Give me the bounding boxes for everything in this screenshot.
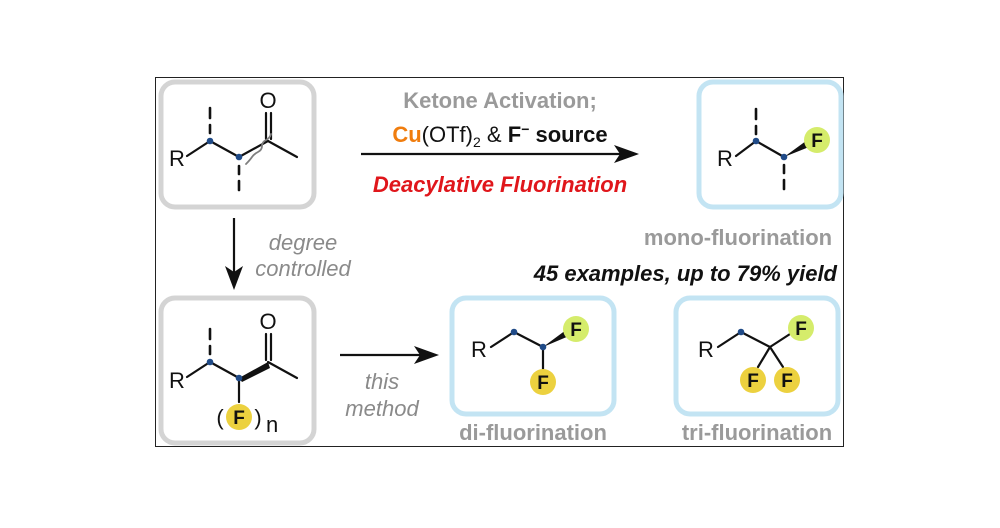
fluorine-label: F [570, 320, 582, 341]
paren-close: ) [254, 405, 261, 430]
r-group-label: R [471, 337, 487, 362]
this-label: this [365, 369, 399, 394]
fluorine-badge [530, 369, 556, 395]
fluorine-label: F [795, 319, 807, 340]
fluorine-label: F [781, 371, 793, 392]
stereocenter-dot [206, 358, 214, 366]
mono-fluorination-label: mono-fluorination [644, 225, 832, 250]
stereocenter-dot [539, 343, 547, 351]
r-group-label: R [169, 146, 185, 171]
degree-label: degree [269, 230, 338, 255]
fluorine-badge [563, 316, 589, 342]
method-arrow-head [414, 346, 439, 364]
oxygen-label: O [259, 88, 276, 113]
fluorine-badge [740, 367, 766, 393]
fluorine-label: F [537, 373, 549, 394]
mono-product-box [696, 79, 844, 210]
fluorine-badge [226, 404, 252, 430]
di-product-structure [489, 330, 545, 371]
fluorine-label: F [747, 371, 759, 392]
fluoroketone-structure [185, 327, 299, 404]
stereocenter-dot [510, 328, 518, 336]
r-group-label: R [169, 368, 185, 393]
method-name: Deacylative Fluorination [373, 172, 627, 197]
tri-product-structure [716, 330, 792, 369]
substrate-box [158, 79, 317, 210]
paren-open: ( [216, 405, 224, 430]
method-label: method [345, 396, 419, 421]
wedge-bond [784, 141, 809, 157]
tri-fluorination-label: tri-fluorination [682, 420, 832, 445]
fluorine-label: F [233, 408, 245, 429]
stereocenter-dot [752, 137, 760, 145]
down-arrow-head [225, 266, 243, 290]
controlled-label: controlled [255, 256, 351, 281]
scope-summary: 45 examples, up to 79% yield [533, 261, 838, 286]
condition-reagents: Cu(OTf)2 & F− source [392, 121, 607, 150]
reaction-arrow-head [614, 145, 639, 163]
fluorine-badge [804, 127, 830, 153]
stereocenter-dot [780, 153, 788, 161]
fluorine-badge [788, 315, 814, 341]
di-fluorination-label: di-fluorination [459, 420, 607, 445]
stereocenter-dot [206, 137, 214, 145]
oxygen-label: O [259, 309, 276, 334]
r-group-label: R [698, 337, 714, 362]
stereocenter-dot [235, 374, 243, 382]
subscript-n: n [266, 412, 278, 437]
stereocenter-dot [737, 328, 745, 336]
fluoroketone-box [158, 295, 317, 446]
fluorine-badge [774, 367, 800, 393]
copper-label: Cu [392, 122, 421, 147]
wedge-bond [543, 330, 569, 347]
fluorine-label: F [811, 131, 823, 152]
bold-bond [239, 362, 270, 382]
stereocenter-dot [235, 153, 243, 161]
condition-ketone-activation: Ketone Activation; [403, 88, 597, 113]
substrate-ketone [185, 106, 299, 192]
r-group-label: R [717, 146, 733, 171]
mono-product-structure [734, 107, 786, 191]
